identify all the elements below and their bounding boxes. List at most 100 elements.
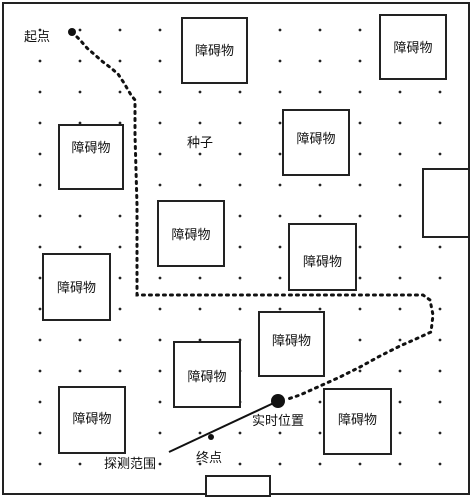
seed-dot [38,338,42,342]
seed-dot [278,214,282,218]
seed-dot [78,369,82,373]
seed-dot [398,400,402,404]
seed-dot [38,90,42,94]
seed-dot [358,245,362,249]
planned-path [70,30,435,402]
obstacle-label: 障碍物 [72,412,111,427]
seed-dot [438,369,442,373]
seed-dot [438,431,442,435]
seed-dot [398,431,402,435]
seed-dot [158,28,162,32]
seed-dot [238,121,242,125]
seed-dot [198,90,202,94]
seed-dot [318,28,322,32]
seed-dot [158,431,162,435]
seed-dot [438,245,442,249]
seed-dot [278,90,282,94]
seed-dot [38,307,42,311]
obstacle-label: 障碍物 [272,334,311,349]
seed-dot [358,121,362,125]
seed-dot [398,307,402,311]
seed-dot [38,400,42,404]
seed-dot [278,245,282,249]
obstacle: 障碍物 [58,124,124,190]
obstacle: 障碍物 [323,388,392,455]
seed-dot [318,307,322,311]
seed-dot [38,183,42,187]
seed-dot [358,307,362,311]
seed-dot [118,28,122,32]
seed-dot [38,369,42,373]
seed-dot [358,183,362,187]
seed-dot [318,214,322,218]
seed-dot [198,307,202,311]
seed-dot [278,121,282,125]
seed-dot [398,276,402,280]
seed-dot [238,307,242,311]
seed-dot [398,462,402,466]
seed-dot [318,431,322,435]
seed-dot [118,214,122,218]
obstacle-edge [422,168,470,238]
seed-dot [118,338,122,342]
seed-dot [38,121,42,125]
seed-dot [278,59,282,63]
seed-dot [438,152,442,156]
seed-dot [278,276,282,280]
seed-dot [358,152,362,156]
seed-dot [438,338,442,342]
seed-dot [198,431,202,435]
end-label: 终点 [196,450,222,466]
seed-dot [398,152,402,156]
seed-dot [438,121,442,125]
seed-dot [158,90,162,94]
seed-dot [38,245,42,249]
start-label: 起点 [24,30,50,45]
seed-dot [118,276,122,280]
seed-dot [398,90,402,94]
seed-dot [38,152,42,156]
seed-dot [238,462,242,466]
seed-dot [358,338,362,342]
seed-dot [358,369,362,373]
obstacle: 障碍物 [42,253,111,321]
obstacle-label: 障碍物 [303,255,342,270]
detection-range-label: 探测范围 [104,457,156,472]
seed-dot [158,307,162,311]
seed-dot [198,276,202,280]
seed-dot [198,338,202,342]
seed-dot [398,121,402,125]
obstacle-label: 障碍物 [296,132,335,147]
seed-dot [78,338,82,342]
seed-dot [38,276,42,280]
obstacle: 障碍物 [181,17,248,84]
seed-dot [78,214,82,218]
seed-dot [318,59,322,63]
traveled-path [168,400,279,453]
seed-dot [238,338,242,342]
seed-dot [278,307,282,311]
seed-dot [278,152,282,156]
seed-dot [38,462,42,466]
seed-dot [358,214,362,218]
seed-dot [438,276,442,280]
seed-dot [238,152,242,156]
seed-dot [118,59,122,63]
seed-dot [238,183,242,187]
seed-dot [438,307,442,311]
seed-dot [78,462,82,466]
seed-dot [158,338,162,342]
seed-dot [118,307,122,311]
seed-dot [118,245,122,249]
seed-dot [78,59,82,63]
obstacle: 障碍物 [58,386,126,454]
obstacle: 障碍物 [282,109,350,176]
end-point [208,434,214,440]
seed-dot [278,183,282,187]
seed-dot [78,245,82,249]
seed-dot [158,462,162,466]
seed-dot [358,90,362,94]
seed-dot [398,338,402,342]
seed-dot [318,183,322,187]
